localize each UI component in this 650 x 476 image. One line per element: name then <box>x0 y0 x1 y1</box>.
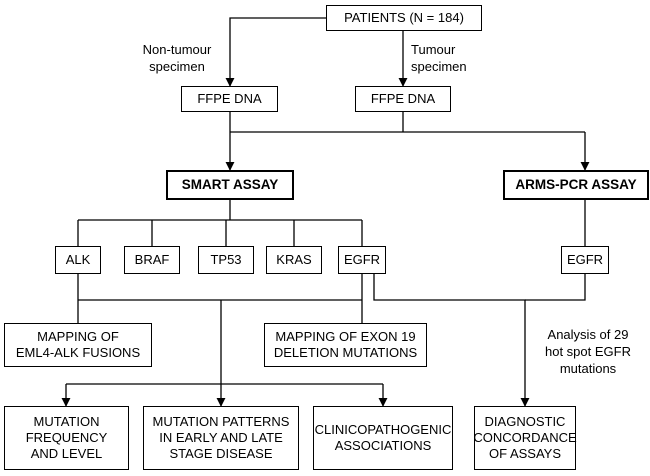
connector-egfr-smart-concordance <box>373 274 530 407</box>
node-mapping-exon19: MAPPING OF EXON 19 DELETION MUTATIONS <box>264 323 427 367</box>
node-gene-alk: ALK <box>55 246 101 274</box>
label-tumour-specimen: Tumour specimen <box>411 42 467 74</box>
node-gene-braf: BRAF <box>124 246 180 274</box>
node-arms-pcr-assay: ARMS-PCR ASSAY <box>503 170 649 200</box>
node-gene-egfr-smart: EGFR <box>338 246 386 274</box>
node-mutation-patterns: MUTATION PATTERNS IN EARLY AND LATE STAG… <box>143 406 299 470</box>
node-mutation-frequency: MUTATION FREQUENCY AND LEVEL <box>4 406 129 470</box>
node-gene-tp53: TP53 <box>198 246 254 274</box>
label-non-tumour-specimen: Non-tumour specimen <box>142 42 212 74</box>
connector-patients-ffpe-left <box>225 17 326 87</box>
node-patients: PATIENTS (N = 184) <box>326 5 482 31</box>
node-mapping-eml4-alk: MAPPING OF EML4-ALK FUSIONS <box>4 323 152 367</box>
label-egfr-analysis: Analysis of 29 hot spot EGFR mutations <box>545 327 631 376</box>
node-ffpe-left: FFPE DNA <box>181 86 278 112</box>
node-diagnostic-concordance: DIAGNOSTIC CONCORDANCE OF ASSAYS <box>473 406 577 470</box>
node-clinicopathogenic: CLINICOPATHOGENIC ASSOCIATIONS <box>313 406 453 470</box>
node-smart-assay: SMART ASSAY <box>166 170 294 200</box>
node-gene-kras: KRAS <box>266 246 322 274</box>
node-gene-egfr-arms: EGFR <box>561 246 609 274</box>
connector-egfr-arms-concordance <box>525 274 586 301</box>
node-ffpe-right: FFPE DNA <box>355 86 451 112</box>
